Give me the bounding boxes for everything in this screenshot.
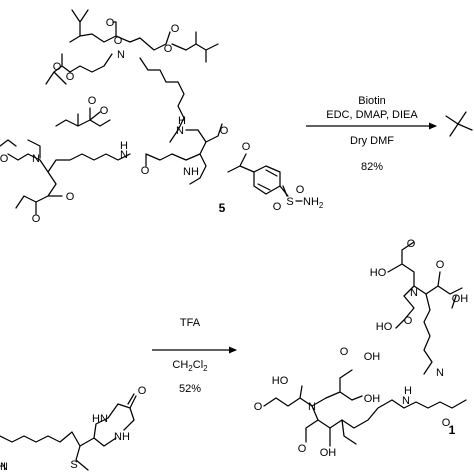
atom-label-o: O (66, 191, 75, 203)
atom-label-s: S (286, 196, 293, 208)
step-2: TFA CH2Cl2 52% (152, 317, 237, 395)
atom-label-n: N (117, 49, 125, 61)
atom-label-nh: NH (114, 431, 130, 443)
atom-label-o: O (106, 17, 115, 29)
atom-label-o: O (0, 153, 9, 165)
atom-label-o: O (242, 141, 251, 153)
atom-label-n-cut: N (0, 461, 8, 473)
step-1: Biotin EDC, DMAP, DIEA Dry DMF 82% (306, 95, 437, 173)
atom-label-o: O (296, 184, 305, 196)
atom-label-oh: OH (364, 351, 381, 363)
atom-label-o: O (88, 95, 97, 107)
atom-label-ho: HO (376, 321, 393, 333)
atom-label-oh: OH (452, 293, 469, 305)
compound-5-label: 5 (219, 201, 226, 215)
compound-1-structure (263, 241, 467, 447)
atom-label-hn: HN (92, 413, 108, 425)
atom-label-o: O (442, 417, 451, 429)
atom-label-o: O (340, 346, 349, 358)
step-1-solvent: Dry DMF (350, 135, 394, 147)
sulfonamide-group: S O O NH2 (273, 184, 324, 213)
atom-label-o: O (114, 35, 123, 47)
atom-label-o: O (32, 213, 41, 225)
atom-label-o: O (141, 165, 150, 177)
atom-label-ho: HO (370, 267, 387, 279)
atom-label-o: O (254, 401, 263, 413)
atom-label-o: O (298, 443, 307, 455)
atom-label-s: S (70, 459, 77, 471)
atom-label-n: N (32, 153, 40, 165)
step-1-additives: EDC, DMAP, DIEA (326, 109, 418, 121)
step-2-reagent: TFA (180, 317, 201, 329)
atom-label-o: O (138, 385, 147, 397)
atom-label-o: O (404, 315, 413, 327)
atom-label-h-cut: H (0, 461, 6, 473)
tbu-fragment (445, 111, 473, 137)
atom-label-nh: NH (183, 166, 199, 178)
step-1-yield: 82% (361, 161, 383, 173)
step-2-solvent: CH2Cl2 (172, 359, 208, 373)
atom-label-o: O (273, 201, 282, 213)
atom-label-h: H (178, 115, 186, 127)
atom-label-o: O (407, 238, 416, 250)
atom-label-o: O (164, 43, 173, 55)
atom-label-oh: OH (364, 393, 381, 405)
atom-label-n: N (308, 401, 316, 413)
atom-label-n: N (410, 287, 418, 299)
atom-label-n: N (120, 149, 128, 161)
atom-label-oh: OH (320, 447, 337, 459)
atom-label-h: H (404, 385, 412, 397)
atom-label-h: H (120, 140, 128, 152)
sulfonamide-nh: NH2 (303, 196, 324, 210)
atom-label-o: O (53, 61, 62, 73)
atom-label-o: O (100, 105, 109, 117)
biotin-fragment: S HN NH O N H (0, 385, 147, 473)
step-1-arrowhead (429, 122, 437, 130)
atom-label-o: O (171, 23, 180, 35)
step-2-arrowhead (229, 346, 237, 354)
compound-1-label: 1 (449, 423, 456, 437)
atom-label-n: N (176, 125, 184, 137)
atom-label-n: N (402, 395, 410, 407)
step-1-reagent: Biotin (358, 95, 386, 107)
atom-label-o: O (66, 71, 75, 83)
atom-label-n-cut: N (436, 367, 444, 379)
compound-5-structure (0, 9, 289, 215)
atom-label-o: O (436, 259, 445, 271)
step-2-yield: 52% (179, 383, 201, 395)
atom-label-ho: HO (272, 375, 289, 387)
atom-label-o: O (220, 125, 229, 137)
